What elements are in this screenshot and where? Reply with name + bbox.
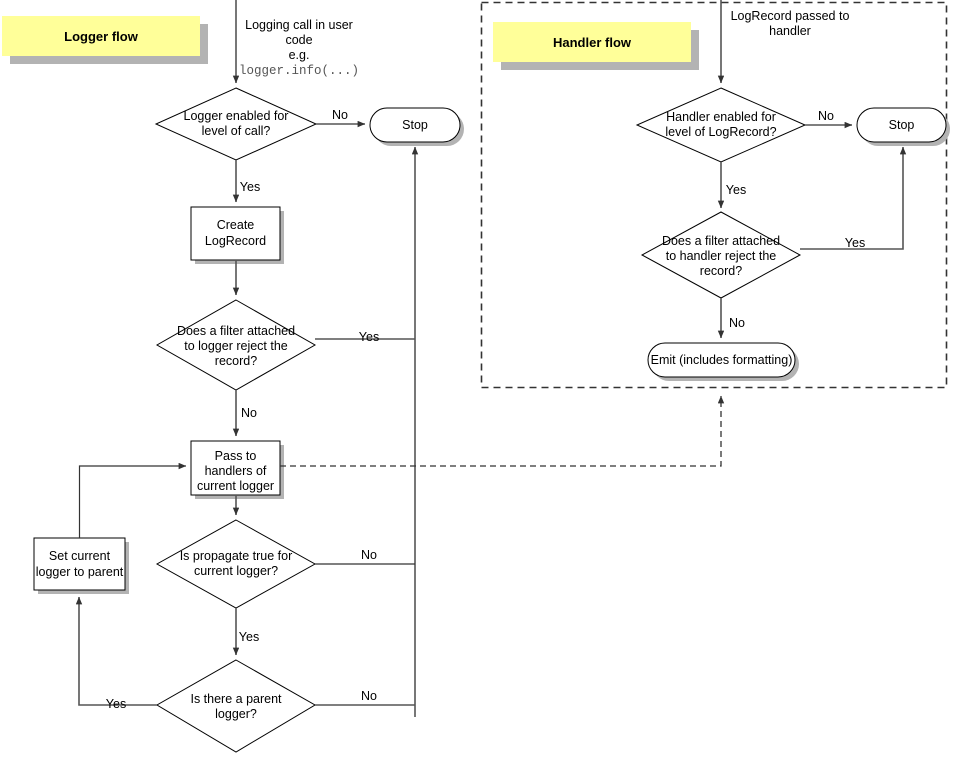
edge-set-parent-to-pass: [78, 462, 187, 538]
node-logger-stop: [369, 107, 461, 143]
node-has-parent: [156, 659, 316, 753]
handler-flow-title: Handler flow: [553, 35, 632, 50]
logger-flow-title-box: [2, 16, 200, 56]
node-is-propagate-line1: Is propagate true for: [180, 549, 293, 563]
logger-entry-caption-line3: e.g.: [289, 48, 310, 62]
edge-label-has-parent-no: No: [361, 689, 377, 703]
edge-label-filter-handler-yes: Yes: [845, 236, 865, 250]
node-handler-enabled-line2: level of LogRecord?: [665, 125, 776, 139]
node-set-parent: [33, 537, 126, 591]
node-logger-stop-label: Stop: [402, 118, 428, 132]
edge-label-is-propagate-no: No: [361, 548, 377, 562]
node-pass-to-handlers-line2: handlers of: [205, 464, 267, 478]
node-is-propagate-line2: current logger?: [194, 564, 278, 578]
edge-has-parent-yes: [75, 596, 157, 706]
node-emit-label: Emit (includes formatting): [651, 353, 793, 367]
node-filter-logger-line2: to logger reject the: [184, 339, 288, 353]
edge-label-handler-enabled-no: No: [818, 109, 834, 123]
edge-label-is-propagate-yes: Yes: [239, 630, 259, 644]
edge-label-has-parent-yes: Yes: [106, 697, 126, 711]
node-handler-enabled-line1: Handler enabled for: [666, 110, 776, 124]
node-filter-handler-line2: to handler reject the: [666, 249, 777, 263]
node-logger-enabled-line1: Logger enabled for: [184, 109, 289, 123]
node-has-parent-line2: logger?: [215, 707, 257, 721]
logger-flow-title: Logger flow: [64, 29, 139, 44]
node-pass-to-handlers-line3: current logger: [197, 479, 274, 493]
edge-label-filter-handler-no: No: [729, 316, 745, 330]
edge-label-logger-enabled-no: No: [332, 108, 348, 122]
node-emit: [647, 342, 796, 378]
handler-flow-group-border: [480, 1, 948, 389]
node-handler-stop-label: Stop: [889, 118, 915, 132]
node-pass-to-handlers-line1: Pass to: [215, 449, 257, 463]
logger-entry-caption-line1: Logging call in user: [245, 18, 353, 32]
node-logger-enabled-line2: level of call?: [202, 124, 271, 138]
logger-entry-caption-code: logger.info(...): [239, 64, 359, 78]
node-create-logrecord-line2: LogRecord: [205, 234, 266, 248]
node-has-parent-line1: Is there a parent: [190, 692, 282, 706]
edge-pass-to-handler-flow: [280, 395, 725, 467]
edge-label-filter-logger-no: No: [241, 406, 257, 420]
node-handler-stop: [856, 107, 947, 143]
logger-entry-caption-line2: code: [285, 33, 312, 47]
edge-label-filter-logger-yes: Yes: [359, 330, 379, 344]
node-pass-to-handlers: [190, 440, 281, 496]
edge-label-logger-enabled-yes: Yes: [240, 180, 260, 194]
node-filter-logger-line3: record?: [215, 354, 257, 368]
handler-flow-title-box: [493, 22, 691, 62]
node-filter-logger-line1: Does a filter attached: [177, 324, 295, 338]
edge-filter-handler-yes: [800, 146, 907, 250]
edge-label-handler-enabled-yes: Yes: [726, 183, 746, 197]
node-create-logrecord-line1: Create: [217, 218, 255, 232]
node-filter-handler-line1: Does a filter attached: [662, 234, 780, 248]
node-filter-handler-line3: record?: [700, 264, 742, 278]
handler-entry-caption-line1: LogRecord passed to: [731, 9, 850, 23]
node-set-parent-line2: logger to parent: [36, 565, 124, 579]
node-set-parent-line1: Set current: [49, 549, 111, 563]
handler-entry-caption-line2: handler: [769, 24, 811, 38]
